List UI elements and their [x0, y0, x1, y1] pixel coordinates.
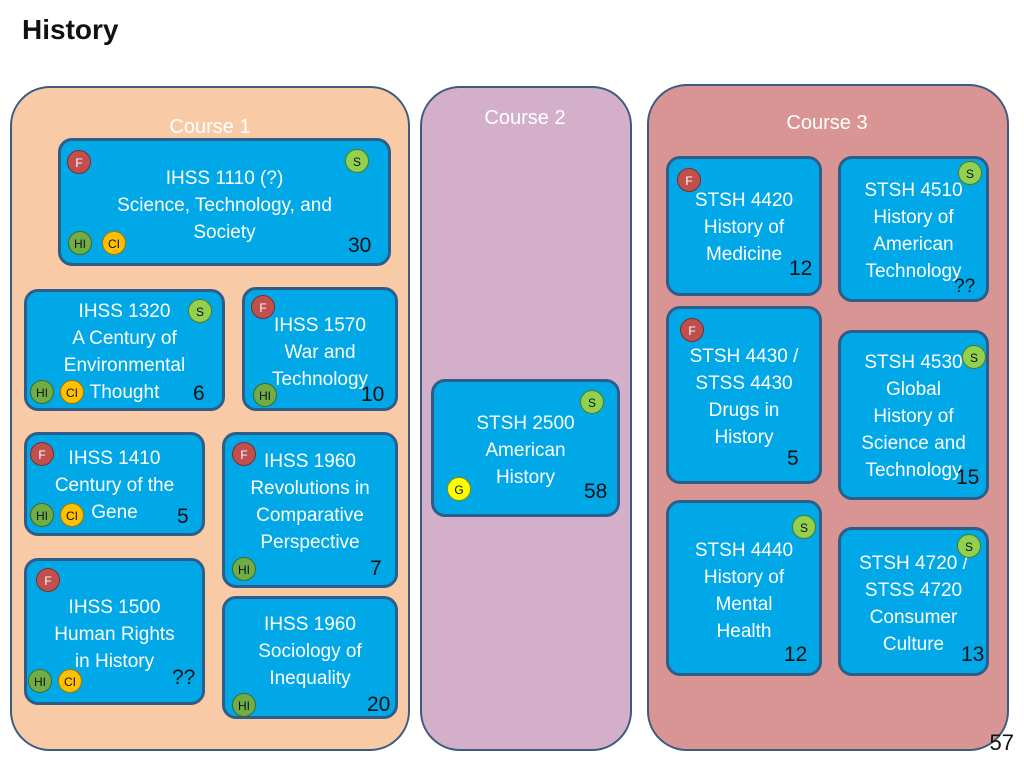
- badge-f: F: [680, 318, 704, 342]
- badge-f: F: [251, 295, 275, 319]
- course-text: IHSS 1960 Revolutions in Comparative Per…: [250, 451, 370, 553]
- course-text: STSH 2500 American History: [476, 413, 575, 488]
- badge-f: F: [67, 150, 91, 174]
- badge-s: S: [188, 299, 212, 323]
- page-title: History: [22, 14, 119, 45]
- enrollment-number: 7: [370, 557, 382, 580]
- enrollment-number: 30: [348, 234, 372, 257]
- course-text: STSH 4720 / STSS 4720 Consumer Culture: [859, 553, 968, 655]
- course-text: STSH 4440 History of Mental Health: [694, 540, 794, 642]
- badge-hi: HI: [232, 693, 256, 717]
- badge-f: F: [232, 442, 256, 466]
- enrollment-number: 15: [956, 466, 980, 489]
- badge-s: S: [962, 345, 986, 369]
- course-text: IHSS 1500 Human Rights in History: [54, 597, 175, 672]
- badge-s: S: [957, 534, 981, 558]
- course-text: STSH 4420 History of Medicine: [694, 190, 794, 265]
- enrollment-number: ??: [954, 276, 976, 297]
- badge-g: G: [447, 477, 471, 501]
- badge-s: S: [345, 149, 369, 173]
- badge-hi: HI: [68, 231, 92, 255]
- badge-f: F: [36, 568, 60, 592]
- enrollment-number: 10: [361, 383, 385, 406]
- badge-hi: HI: [30, 380, 54, 404]
- badge-s: S: [792, 515, 816, 539]
- course-text: IHSS 1570 War and Technology: [271, 315, 369, 390]
- enrollment-number: 12: [784, 643, 808, 666]
- course-text: IHSS 1410 Century of the Gene: [54, 448, 175, 523]
- enrollment-number: 6: [193, 382, 205, 405]
- course-box-ihss-1500: IHSS 1500 Human Rights in History ??: [24, 558, 205, 705]
- enrollment-number: 13: [961, 643, 985, 666]
- course-text: STSH 4510 History of American Technology: [864, 180, 963, 282]
- course-2-title: Course 2: [484, 107, 566, 129]
- badge-f: F: [30, 442, 54, 466]
- badge-ci: CI: [58, 669, 82, 693]
- badge-hi: HI: [28, 669, 52, 693]
- badge-s: S: [580, 390, 604, 414]
- badge-ci: CI: [60, 380, 84, 404]
- page-number: 57: [989, 730, 1014, 755]
- course-box-stsh-4440: STSH 4440 History of Mental Health 12: [666, 500, 822, 676]
- badge-hi: HI: [30, 503, 54, 527]
- course-box-stsh-2500: STSH 2500 American History 58: [431, 379, 620, 517]
- course-box-ihss-1410: IHSS 1410 Century of the Gene 5: [24, 432, 205, 536]
- course-3-title: Course 3: [786, 112, 868, 134]
- course-1-title: Course 1: [169, 116, 251, 138]
- course-text: IHSS 1320 A Century of Environmental Tho…: [63, 301, 186, 403]
- badge-hi: HI: [253, 383, 277, 407]
- course-text: IHSS 1960 Sociology of Inequality: [258, 614, 362, 689]
- badge-ci: CI: [102, 231, 126, 255]
- course-box-stsh-4530: STSH 4530 Global History of Science and …: [838, 330, 989, 500]
- enrollment-number: 5: [787, 447, 799, 470]
- badge-s: S: [958, 161, 982, 185]
- badge-ci: CI: [60, 503, 84, 527]
- course-text: STSH 4430 / STSS 4430 Drugs in History: [689, 346, 799, 448]
- enrollment-number: ??: [172, 666, 196, 689]
- badge-f: F: [677, 168, 701, 192]
- enrollment-number: 5: [177, 505, 189, 528]
- enrollment-number: 12: [789, 257, 813, 280]
- enrollment-number: 58: [584, 480, 608, 503]
- course-text: STSH 4530 Global History of Science and …: [861, 352, 966, 481]
- enrollment-number: 20: [367, 693, 391, 716]
- badge-hi: HI: [232, 557, 256, 581]
- course-text: IHSS 1110 (?) Science, Technology, and S…: [117, 168, 332, 243]
